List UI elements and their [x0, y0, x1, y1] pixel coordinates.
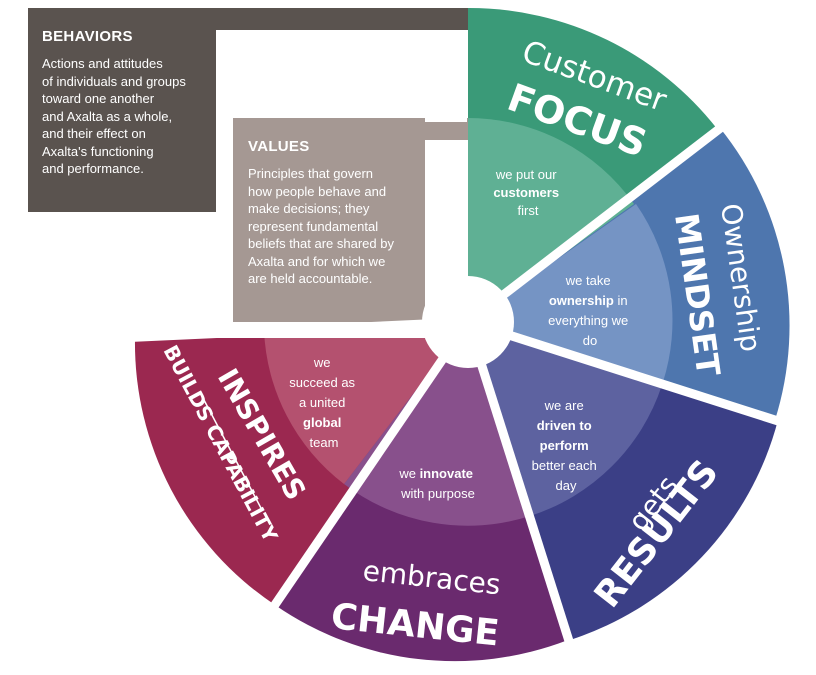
- center-hub: [422, 276, 514, 368]
- results-inner-line3: perform: [540, 438, 589, 453]
- ownership-inner-line4: do: [583, 333, 597, 348]
- svg-text:we are driven to p: we are driven to perform better each day: [532, 398, 601, 493]
- inspires-inner-line1: we: [313, 355, 331, 370]
- inspires-inner: [264, 322, 468, 484]
- svg-text:we succeed as a un: we succeed as a united global team: [289, 355, 358, 450]
- top-gap: [425, 30, 467, 122]
- results-inner-line5: day: [556, 478, 577, 493]
- inspires-inner-line5: team: [310, 435, 339, 450]
- customer-inner-line2: customers: [493, 185, 559, 200]
- ownership-inner: [468, 204, 673, 385]
- values-text: Principles that govern how people behave…: [248, 166, 394, 286]
- inspires-inner-line2: succeed as: [289, 375, 355, 390]
- change-inner-bold: innovate: [420, 466, 473, 481]
- ownership-inner-line1: we take: [565, 273, 611, 288]
- values-panel: [233, 118, 470, 322]
- customer-inner-line3: first: [518, 203, 539, 218]
- inspires-inner-line3: a united: [299, 395, 345, 410]
- svg-text:we take ownership in: we take ownership in everything we do: [548, 273, 632, 348]
- customer-inner-line1: we put our: [495, 167, 557, 182]
- svg-text:we innovate with purpose: we innovate with purpose: [398, 466, 476, 501]
- behaviors-text: Actions and attitudes of individuals and…: [42, 56, 186, 176]
- values-title: VALUES: [248, 138, 310, 155]
- inspires-divider: [203, 399, 263, 511]
- ownership-inner-in: in: [614, 293, 628, 308]
- behaviors-panel: [28, 8, 470, 212]
- results-inner-line2: driven to: [537, 418, 592, 433]
- svg-text:we put our customers: we put our customers first: [493, 167, 562, 218]
- ownership-inner-line3: everything we: [548, 313, 628, 328]
- results-inner-line1: we are: [544, 398, 584, 413]
- customer-inner: [468, 118, 634, 322]
- left-gap: [120, 322, 468, 338]
- results-inner-line4: better each: [532, 458, 597, 473]
- change-inner-we: we: [398, 466, 419, 481]
- behaviors-title: BEHAVIORS: [42, 28, 133, 45]
- change-inner-line2: with purpose: [400, 486, 475, 501]
- inspires-inner-line4: global: [303, 415, 341, 430]
- ownership-inner-bold: ownership: [549, 293, 614, 308]
